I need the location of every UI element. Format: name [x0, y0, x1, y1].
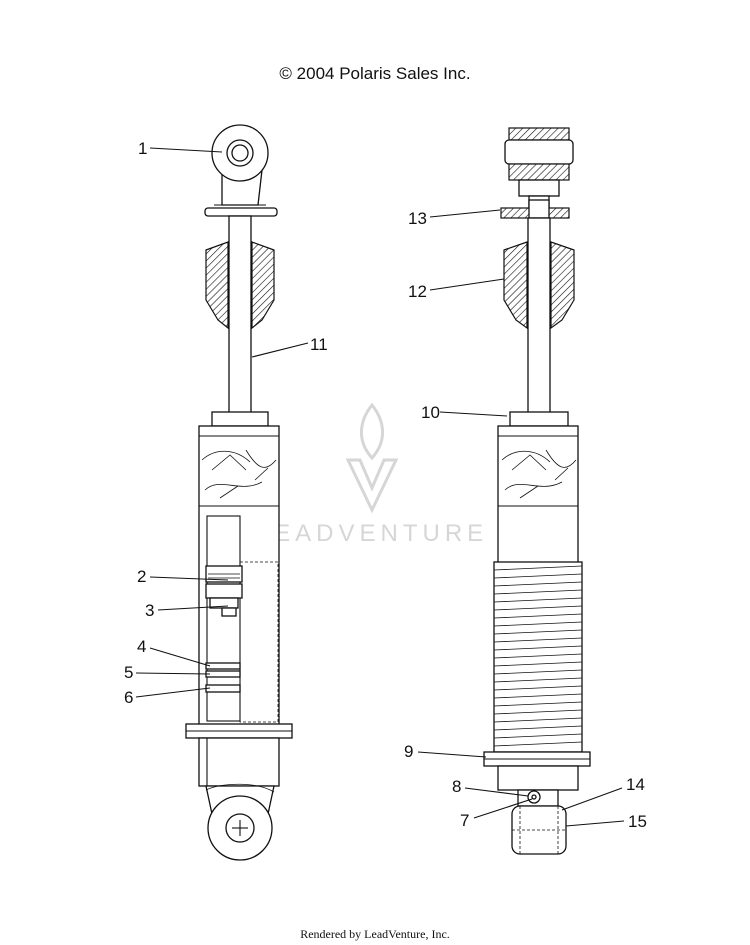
- callout-3: 3: [145, 601, 229, 620]
- svg-text:14: 14: [626, 775, 645, 794]
- callout-15: 15: [565, 812, 647, 831]
- left-bottom-eye: [205, 783, 275, 861]
- svg-text:3: 3: [145, 601, 154, 620]
- left-cap: [211, 411, 269, 427]
- right-shaft: [527, 217, 551, 415]
- right-body: [497, 425, 579, 565]
- left-top-eye: [204, 124, 278, 217]
- svg-text:12: 12: [408, 282, 427, 301]
- callout-4: 4: [137, 637, 211, 667]
- callout-2: 2: [137, 567, 229, 586]
- left-lower-tube: [198, 737, 280, 787]
- svg-text:10: 10: [421, 403, 440, 422]
- callout-9: 9: [404, 742, 487, 761]
- callout-7: 7: [460, 798, 533, 830]
- callout-13: 13: [408, 209, 501, 228]
- svg-text:7: 7: [460, 811, 469, 830]
- svg-text:13: 13: [408, 209, 427, 228]
- svg-text:5: 5: [124, 663, 133, 682]
- left-bumper: [205, 241, 275, 330]
- callout-11: 11: [251, 335, 328, 358]
- right-bumper: [503, 241, 575, 330]
- right-spring: [493, 561, 583, 753]
- footer-credit: Rendered by LeadVenture, Inc.: [300, 927, 450, 941]
- svg-text:15: 15: [628, 812, 647, 831]
- svg-text:11: 11: [310, 335, 328, 354]
- right-top-bushing: [500, 127, 574, 219]
- left-shock-assembly: [185, 124, 293, 861]
- callout-14: 14: [561, 775, 645, 811]
- left-body: [198, 425, 280, 727]
- svg-text:2: 2: [137, 567, 146, 586]
- callout-1: 1: [138, 139, 223, 158]
- copyright-notice: © 2004 Polaris Sales Inc.: [279, 64, 471, 83]
- watermark-logo: [345, 402, 399, 514]
- callout-6: 6: [124, 687, 211, 707]
- svg-text:9: 9: [404, 742, 413, 761]
- callout-5: 5: [124, 663, 211, 682]
- right-clevis: [511, 789, 567, 855]
- left-shaft: [228, 215, 252, 415]
- svg-text:4: 4: [137, 637, 146, 656]
- svg-text:6: 6: [124, 688, 133, 707]
- callout-12: 12: [408, 278, 505, 301]
- watermark-text: LEADVENTURE: [256, 520, 488, 547]
- right-cap: [509, 411, 569, 427]
- callout-8: 8: [452, 777, 529, 797]
- callout-10: 10: [421, 403, 508, 422]
- right-shock-assembly: [483, 127, 591, 855]
- svg-text:8: 8: [452, 777, 461, 796]
- svg-text:1: 1: [138, 139, 147, 158]
